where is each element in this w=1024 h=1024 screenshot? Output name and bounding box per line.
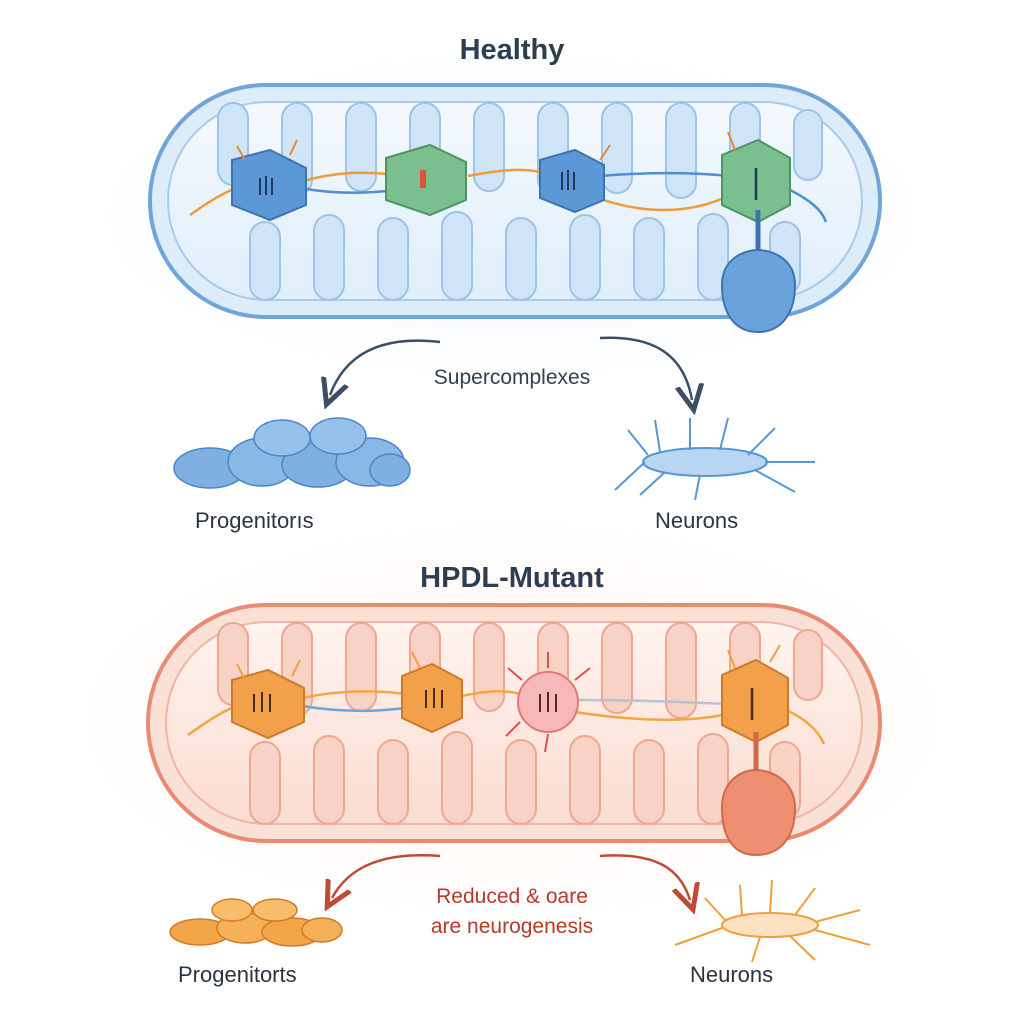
mutant-mitochondrion [72,520,952,920]
mutant-arrow-label-line2: are neurogenesis [430,915,594,938]
mutant-arrow-left [332,854,441,898]
mutant-arrow-label-line1: Reduced & oare [436,885,588,908]
healthy-arrow-right [599,336,692,400]
healthy-complex-3 [539,148,605,214]
healthy-progenitors-label: Progenitorıs [195,508,314,533]
healthy-arrow-label: Supercomplexes [433,366,591,389]
mutant-progenitors-label: Progenitorts [178,962,297,987]
healthy-title: Healthy [459,34,565,66]
mutant-arrow-right [599,854,690,900]
healthy-progenitors-cluster [173,417,411,489]
mutant-spikes [236,644,781,681]
healthy-cristae [217,102,823,301]
healthy-atp-synthase [720,210,797,334]
mutant-neurons-label: Neurons [690,962,774,987]
mutant-complex-2 [401,662,463,734]
healthy-complex-2 [385,143,467,217]
mutant-complex-4 [721,658,789,744]
healthy-arrow-left [330,339,441,395]
mutant-complex-3 [505,652,591,753]
healthy-spikes [236,131,736,161]
mutant-progenitors-cluster [169,898,343,947]
healthy-complex-4 [721,138,791,224]
mutant-neuron [674,879,871,963]
mutant-complex-1 [231,668,305,740]
healthy-complex-1 [231,148,307,222]
healthy-neuron [614,417,815,501]
healthy-mitochondrion [82,45,942,385]
mutant-title: HPDL-Mutant [420,562,604,594]
mutant-arrow-label: Reduced & oare are neurogenesis [362,882,662,942]
healthy-neurons-label: Neurons [655,508,739,533]
mutant-atp-synthase [720,732,797,857]
